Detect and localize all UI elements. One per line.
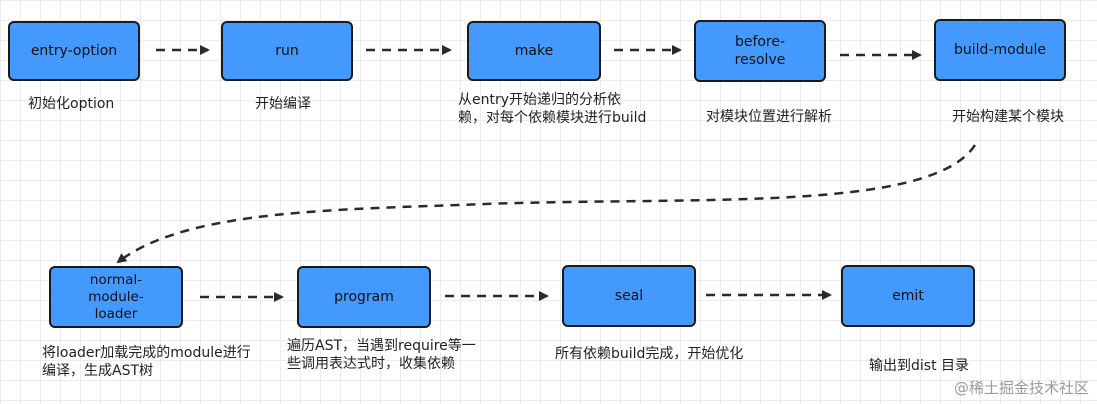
node-build-module: build-module [934,19,1066,81]
node-entry-option: entry-option [8,21,140,81]
caption-build-module: 开始构建某个模块 [952,109,1064,125]
caption-program: 遍历AST，当遇到require等一些调用表达式时，收集依赖 [287,338,476,372]
node-seal: seal [562,265,696,327]
node-before-resolve: before-resolve [694,20,826,82]
caption-before-resolve: 对模块位置进行解析 [706,109,832,125]
node-program: program [297,266,431,328]
node-make: make [467,21,601,81]
node-emit: emit [841,265,975,327]
node-run: run [221,21,353,81]
caption-make: 从entry开始递归的分析依赖，对每个依赖模块进行build [458,92,647,126]
arrow-build-module-to-normal-module-loader [116,144,977,264]
node-normal-module-loader: normal-module-loader [49,266,183,328]
caption-seal: 所有依赖build完成，开始优化 [555,346,744,362]
caption-run: 开始编译 [255,96,311,112]
watermark: @稀土掘金技术社区 [953,379,1089,397]
caption-entry-option: 初始化option [28,96,115,112]
caption-normal-module-loader: 将loader加载完成的module进行编译，生成AST树 [42,345,251,379]
caption-emit: 输出到dist 目录 [869,358,970,374]
